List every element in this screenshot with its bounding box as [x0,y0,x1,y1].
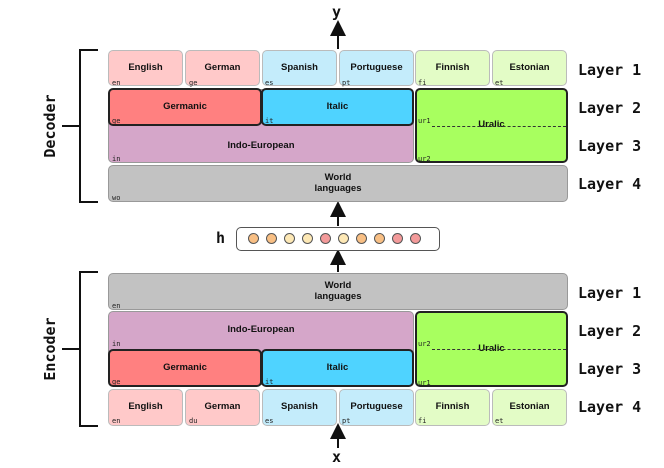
hidden-unit [374,233,385,244]
encoder-italic: Italic [261,349,414,387]
group-code: in [112,155,121,163]
decoder-layer-4-label: Layer 4 [578,175,642,193]
lang-name: Finnish [435,61,470,73]
decoder-lang-english: English [108,50,183,86]
hidden-vector [236,227,440,251]
group-code: it [265,378,274,386]
hidden-unit [248,233,259,244]
encoder-lang-portuguese: Portuguese [339,389,414,426]
group-code: ur1 [418,379,431,387]
group-name: World [324,279,352,291]
group-name: Italic [326,100,349,112]
decoder-lang-finnish: Finnish [415,50,490,86]
group-code: ur2 [418,340,431,348]
group-code: it [265,117,274,125]
decoder-layer-3-label: Layer 3 [578,137,642,155]
hidden-unit [410,233,421,244]
lang-name: German [204,61,241,73]
encoder-bracket [79,271,98,427]
group-name: Uralic [478,342,505,354]
group-name: Indo-European [227,140,295,152]
decoder-uralic: Uralic [415,88,568,163]
lang-name: English [128,401,163,413]
hidden-unit [266,233,277,244]
hidden-unit [320,233,331,244]
lang-name: Portuguese [350,61,403,73]
group-name: languages [314,290,362,302]
group-code: in [112,340,121,348]
lang-name: Finnish [435,401,470,413]
lang-name: German [204,401,241,413]
group-code: en [112,302,121,310]
output-y-label: y [332,3,342,21]
uralic-divider [432,349,566,350]
group-code: ge [112,378,121,386]
encoder-lang-finnish: Finnish [415,389,490,426]
lang-code: en [112,417,121,425]
encoder-lang-spanish: Spanish [262,389,337,426]
encoder-lang-english: English [108,389,183,426]
lang-code: fi [418,417,427,425]
decoder-world-languages: World languages [108,165,568,202]
group-name: Germanic [163,361,207,373]
group-name: Germanic [163,100,207,112]
decoder-bracket [79,49,98,203]
encoder-label: Encoder [41,317,59,381]
encoder-germanic: Germanic [108,349,262,387]
lang-code: du [189,417,198,425]
group-name: Indo-European [227,324,295,335]
lang-code: en [112,79,121,87]
group-name: Italic [326,361,349,373]
lang-name: Portuguese [350,401,403,413]
lang-code: et [495,79,504,87]
decoder-layer-2-label: Layer 2 [578,99,642,117]
decoder-lang-portuguese: Portuguese [339,50,414,86]
decoder-layer-1-label: Layer 1 [578,61,642,79]
lang-code: fi [418,79,427,87]
input-x-label: x [332,448,342,466]
encoder-layer-3-label: Layer 3 [578,360,642,378]
decoder-lang-estonian: Estonian [492,50,567,86]
decoder-lang-german: German [185,50,260,86]
lang-name: English [128,61,163,73]
encoder-world-languages: World languages [108,273,568,310]
lang-code: es [265,417,274,425]
group-name: World [324,171,352,183]
lang-code: pt [342,79,351,87]
encoder-lang-estonian: Estonian [492,389,567,426]
group-code: ur1 [418,117,431,125]
uralic-divider [432,126,566,127]
hidden-unit [392,233,403,244]
decoder-label: Decoder [41,94,59,158]
hidden-h-label: h [216,229,226,247]
lang-name: Estonian [509,61,550,73]
decoder-lang-spanish: Spanish [262,50,337,86]
lang-code: es [265,79,274,87]
group-name: Uralic [478,119,505,131]
group-code: wo [112,194,121,202]
encoder-layer-2-label: Layer 2 [578,322,642,340]
group-code: ge [112,117,121,125]
hidden-unit [356,233,367,244]
lang-name: Spanish [281,61,318,73]
decoder-germanic: Germanic [108,88,262,126]
group-code: ur2 [418,155,431,163]
hidden-unit [302,233,313,244]
hidden-unit [338,233,349,244]
encoder-layer-1-label: Layer 1 [578,284,642,302]
lang-code: ge [189,79,198,87]
lang-code: pt [342,417,351,425]
group-name: languages [314,182,362,194]
encoder-layer-4-label: Layer 4 [578,398,642,416]
hidden-unit [284,233,295,244]
lang-code: et [495,417,504,425]
decoder-italic: Italic [261,88,414,126]
encoder-lang-german: German [185,389,260,426]
lang-name: Spanish [281,401,318,413]
lang-name: Estonian [509,401,550,413]
